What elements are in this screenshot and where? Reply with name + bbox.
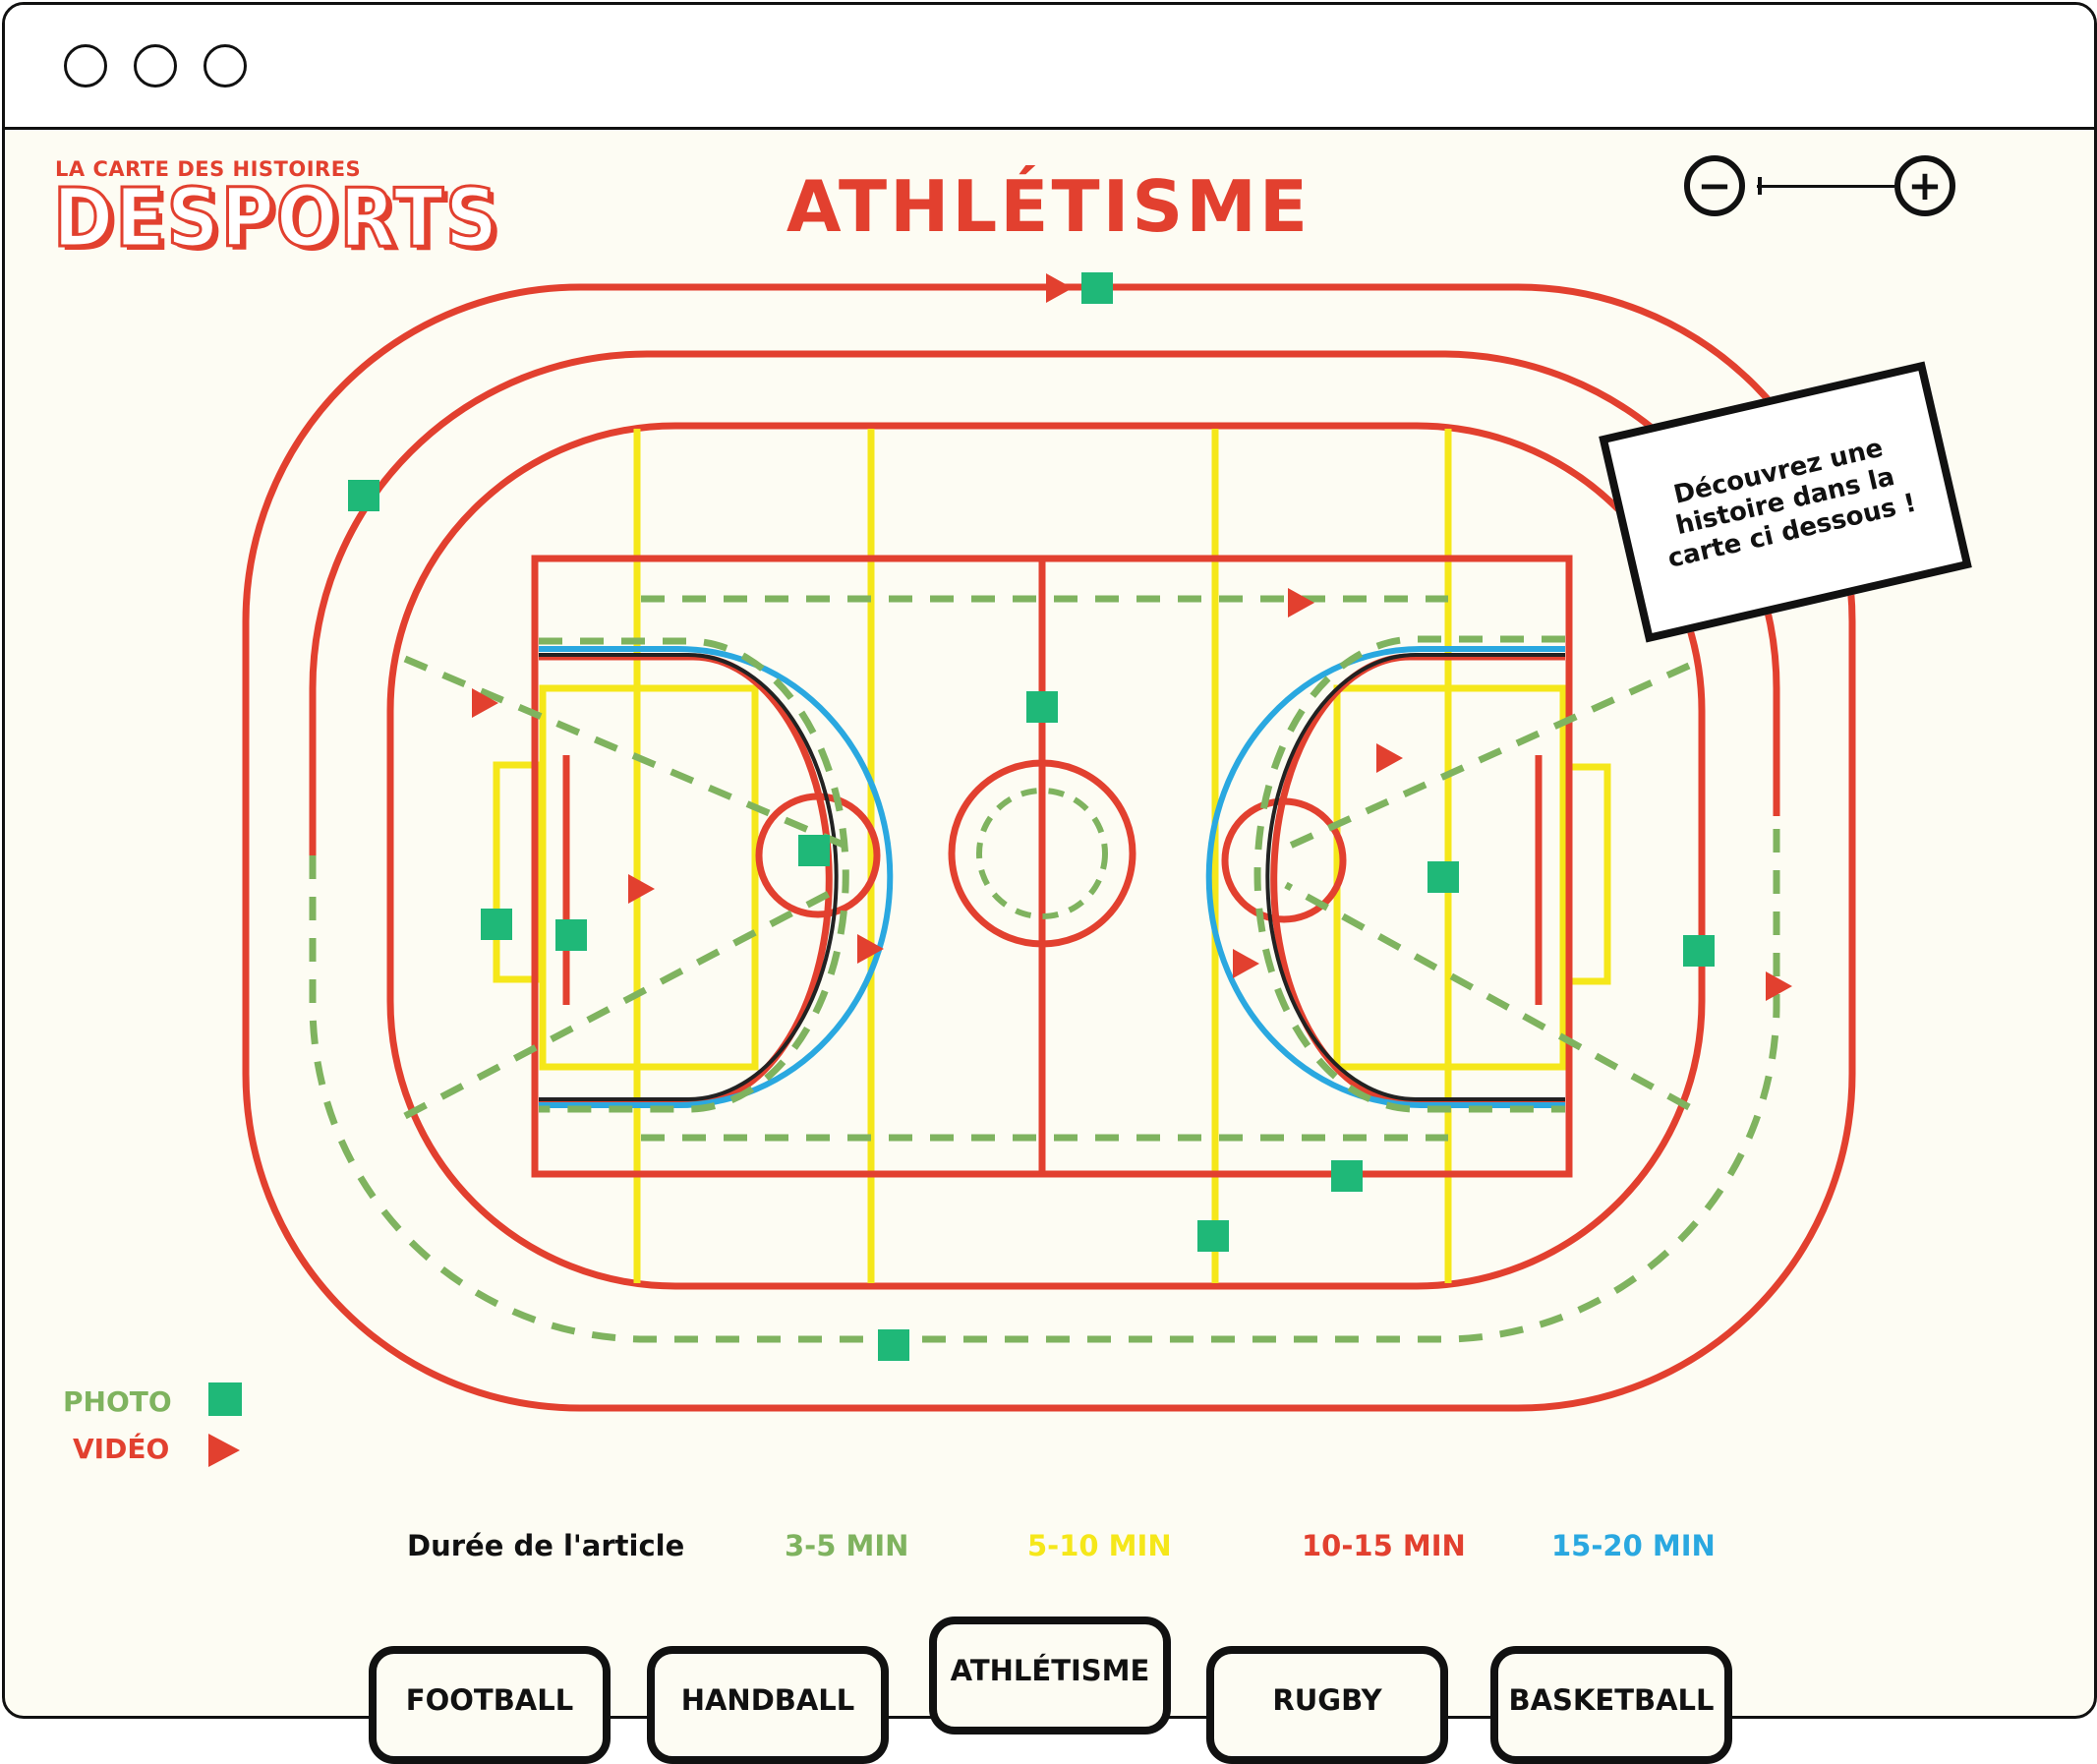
zoom-slider-handle[interactable] — [1758, 177, 1762, 195]
window-maximize-button[interactable] — [204, 44, 247, 88]
duration-5-10-min: 5-10 MIN — [1027, 1529, 1172, 1562]
photo-marker[interactable] — [555, 919, 587, 951]
minus-icon: − — [1697, 161, 1732, 209]
tab-basketball[interactable]: BASKETBALL — [1490, 1646, 1732, 1764]
stadium-map[interactable] — [0, 0, 2097, 1698]
photo-marker[interactable] — [481, 909, 512, 940]
photo-marker[interactable] — [1081, 272, 1113, 304]
video-marker[interactable] — [1376, 743, 1403, 773]
court-boundary — [531, 555, 1573, 1178]
zoom-slider-track[interactable] — [1757, 185, 1894, 188]
center-circle — [948, 759, 1136, 948]
photo-marker[interactable] — [1427, 861, 1459, 893]
logo-subtitle: LA CARTE DES HISTOIRES — [55, 157, 362, 181]
photo-square-icon — [208, 1382, 242, 1416]
photo-marker[interactable] — [1331, 1160, 1363, 1192]
zoom-out-button[interactable]: − — [1684, 155, 1745, 216]
photo-marker[interactable] — [878, 1329, 909, 1361]
video-marker[interactable] — [1288, 588, 1314, 617]
tab-athletisme[interactable]: ATHLÉTISME — [929, 1617, 1171, 1735]
photo-marker[interactable] — [1197, 1220, 1229, 1252]
video-marker[interactable] — [628, 874, 655, 904]
duration-10-15-min: 10-15 MIN — [1302, 1529, 1466, 1562]
photo-markers[interactable] — [348, 272, 1715, 1361]
tab-rugby[interactable]: RUGBY — [1206, 1646, 1448, 1764]
tab-handball[interactable]: HANDBALL — [647, 1646, 889, 1764]
photo-marker[interactable] — [1683, 935, 1715, 967]
video-marker[interactable] — [1766, 971, 1792, 1001]
logo-wordmark[interactable]: DESPORTS — [51, 172, 500, 265]
middle-track-dashed — [309, 816, 1780, 1343]
video-marker[interactable] — [857, 934, 884, 964]
video-triangle-icon — [208, 1434, 240, 1467]
duration-label: Durée de l'article — [407, 1529, 685, 1562]
window-close-button[interactable] — [64, 44, 107, 88]
legend-photo-label: PHOTO — [63, 1385, 172, 1418]
photo-marker[interactable] — [1026, 691, 1058, 723]
video-marker[interactable] — [472, 688, 498, 718]
window-minimize-button[interactable] — [134, 44, 177, 88]
video-marker[interactable] — [1233, 949, 1259, 978]
duration-3-5-min: 3-5 MIN — [785, 1529, 909, 1562]
zoom-in-button[interactable]: + — [1894, 155, 1955, 216]
inner-track-lane — [386, 422, 1706, 1290]
window-titlebar — [5, 5, 2094, 130]
video-markers[interactable] — [472, 273, 1792, 1001]
duration-15-20-min: 15-20 MIN — [1551, 1529, 1716, 1562]
photo-marker[interactable] — [798, 835, 830, 866]
photo-marker[interactable] — [348, 480, 379, 511]
legend-video-label: VIDÉO — [73, 1433, 170, 1465]
video-marker[interactable] — [1046, 273, 1073, 303]
plus-icon: + — [1907, 161, 1943, 209]
tab-football[interactable]: FOOTBALL — [369, 1646, 611, 1764]
page-title: ATHLÉTISME — [786, 165, 1311, 248]
